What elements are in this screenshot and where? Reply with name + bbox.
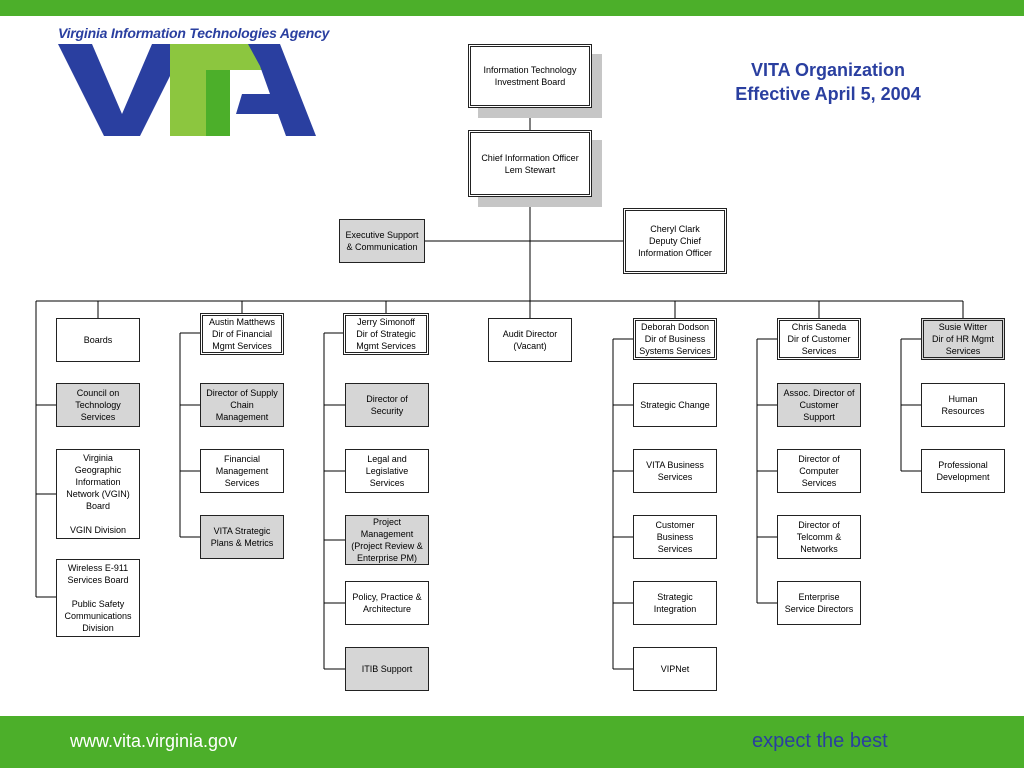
business-systems-director-box: Deborah Dodson Dir of Business Systems S… <box>633 318 717 360</box>
vita-business-services-box: VITA Business Services <box>633 449 717 493</box>
audit-director-label: Audit Director (Vacant) <box>502 329 558 351</box>
enterprise-service-box: Enterprise Service Directors <box>777 581 861 625</box>
financial-director-label: Austin Matthews Dir of Financial Mgmt Se… <box>208 317 276 351</box>
exec-support-label: Executive Support & Communication <box>345 230 419 252</box>
strategic-plans-label: VITA Strategic Plans & Metrics <box>210 526 274 548</box>
boards-box: Boards <box>56 318 140 362</box>
security-box: Director of Security <box>345 383 429 427</box>
strategic-change-box: Strategic Change <box>633 383 717 427</box>
footer-url: www.vita.virginia.gov <box>70 731 238 751</box>
financial-mgmt-label: Financial Management Services <box>215 454 269 488</box>
financial-director-box: Austin Matthews Dir of Financial Mgmt Se… <box>200 313 284 355</box>
financial-mgmt-box: Financial Management Services <box>200 449 284 493</box>
business-systems-director-label: Deborah Dodson Dir of Business Systems S… <box>639 322 711 356</box>
chart-title: VITA Organization Effective April 5, 200… <box>700 58 956 106</box>
strategic-integration-box: Strategic Integration <box>633 581 717 625</box>
telcomm-networks-box: Director of Telcomm & Networks <box>777 515 861 559</box>
customer-support-label: Assoc. Director of Customer Support <box>783 388 855 422</box>
title-line-2: Effective April 5, 2004 <box>735 84 921 104</box>
council-box: Council on Technology Services <box>56 383 140 427</box>
agency-name: Virginia Information Technologies Agency <box>58 25 330 41</box>
strategic-director-label: Jerry Simonoff Dir of Strategic Mgmt Ser… <box>356 317 416 351</box>
customer-support-box: Assoc. Director of Customer Support <box>777 383 861 427</box>
legal-box: Legal and Legislative Services <box>345 449 429 493</box>
connector-lines <box>35 108 964 670</box>
audit-director-box: Audit Director (Vacant) <box>488 318 572 362</box>
security-label: Director of Security <box>366 394 408 416</box>
council-label: Council on Technology Services <box>75 388 121 422</box>
cio-box: Chief Information Officer Lem Stewart <box>468 130 592 197</box>
title-line-1: VITA Organization <box>750 60 905 80</box>
top-green-bar <box>0 0 1024 16</box>
legal-label: Legal and Legislative Services <box>365 454 409 488</box>
footer-tagline: expect the best <box>752 730 888 752</box>
enterprise-service-label: Enterprise Service Directors <box>784 592 854 614</box>
policy-box: Policy, Practice & Architecture <box>345 581 429 625</box>
bottom-green-bar <box>0 716 1024 768</box>
customer-business-services-box: Customer Business Services <box>633 515 717 559</box>
cio-label: Chief Information Officer Lem Stewart <box>481 152 579 175</box>
project-mgmt-label: Project Management (Project Review & Ent… <box>351 517 423 563</box>
supply-chain-box: Director of Supply Chain Management <box>200 383 284 427</box>
strategic-plans-box: VITA Strategic Plans & Metrics <box>200 515 284 559</box>
vipnet-label: VIPNet <box>660 664 690 674</box>
customer-services-director-label: Chris Saneda Dir of Customer Services <box>787 322 851 356</box>
itib-support-box: ITIB Support <box>345 647 429 691</box>
itib-label: Information Technology Investment Board <box>483 65 577 87</box>
computer-services-label: Director of Computer Services <box>798 454 840 488</box>
vgin-label: Virginia Geographic Information Network … <box>66 453 130 535</box>
vgin-box: Virginia Geographic Information Network … <box>56 449 140 539</box>
vipnet-box: VIPNet <box>633 647 717 691</box>
strategic-director-box: Jerry Simonoff Dir of Strategic Mgmt Ser… <box>343 313 429 355</box>
strategic-integration-label: Strategic Integration <box>653 592 697 614</box>
telcomm-networks-label: Director of Telcomm & Networks <box>796 520 842 554</box>
supply-chain-label: Director of Supply Chain Management <box>206 388 278 422</box>
wireless-label: Wireless E-911 Services Board Public Saf… <box>64 563 132 633</box>
deputy-cio-label: Cheryl Clark Deputy Chief Information Of… <box>638 224 712 258</box>
hr-director-label: Susie Witter Dir of HR Mgmt Services <box>931 322 994 356</box>
policy-label: Policy, Practice & Architecture <box>352 592 422 614</box>
itib-box: Information Technology Investment Board <box>468 44 592 108</box>
wireless-box: Wireless E-911 Services Board Public Saf… <box>56 559 140 637</box>
professional-development-box: Professional Development <box>921 449 1005 493</box>
professional-development-label: Professional Development <box>936 460 990 482</box>
vita-business-services-label: VITA Business Services <box>646 460 704 482</box>
boards-label: Boards <box>83 335 113 345</box>
customer-services-director-box: Chris Saneda Dir of Customer Services <box>777 318 861 360</box>
computer-services-box: Director of Computer Services <box>777 449 861 493</box>
human-resources-box: Human Resources <box>921 383 1005 427</box>
exec-support-box: Executive Support & Communication <box>339 219 425 263</box>
human-resources-label: Human Resources <box>941 394 985 416</box>
project-mgmt-box: Project Management (Project Review & Ent… <box>345 515 429 565</box>
hr-director-box: Susie Witter Dir of HR Mgmt Services <box>921 318 1005 360</box>
customer-business-services-label: Customer Business Services <box>655 520 695 554</box>
itib-support-label: ITIB Support <box>361 664 413 674</box>
vita-logo <box>58 44 316 136</box>
strategic-change-label: Strategic Change <box>640 400 710 410</box>
deputy-cio-box: Cheryl Clark Deputy Chief Information Of… <box>623 208 727 274</box>
